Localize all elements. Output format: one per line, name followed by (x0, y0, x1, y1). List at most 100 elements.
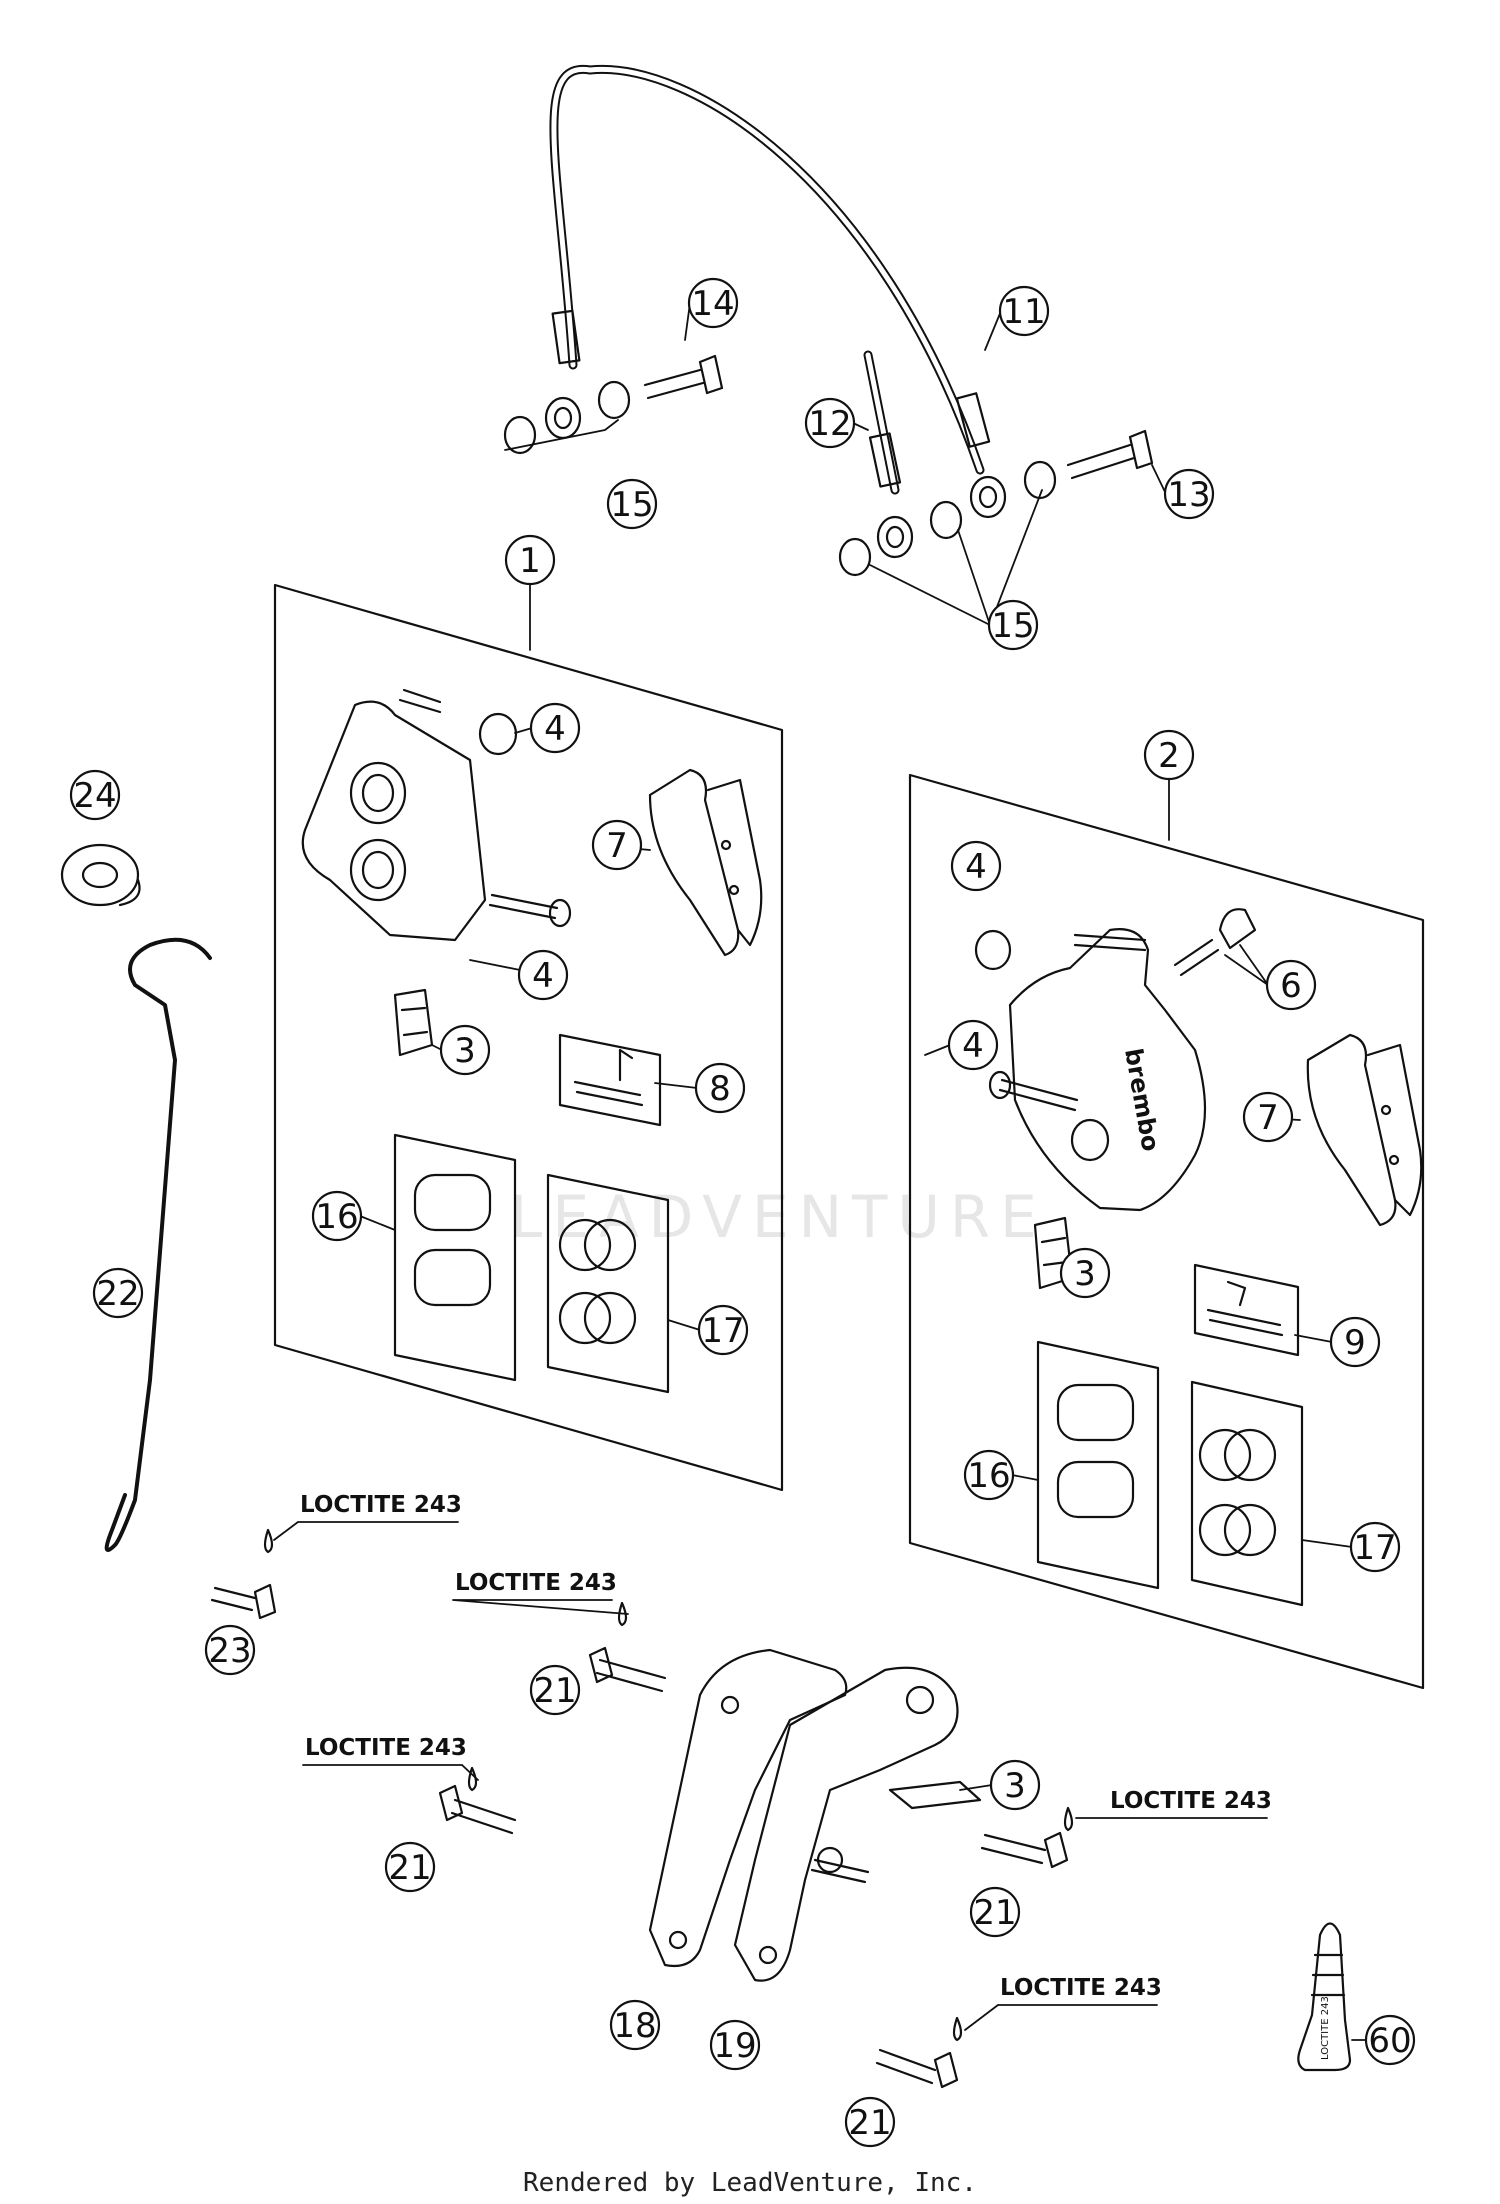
callout-label-11: 11 (1002, 292, 1045, 332)
callout-circle-9 (1329, 1316, 1381, 1368)
callout-circle-12 (804, 397, 856, 449)
brake-hose-11 (549, 64, 985, 475)
callout-label-4: 4 (965, 847, 987, 887)
pad-spring (393, 988, 434, 1057)
callout-label-4: 4 (544, 709, 566, 749)
watermark-text: LEADVENTURE (510, 1183, 1047, 1251)
callout-label-8: 8 (709, 1069, 731, 1109)
loctite-note: LOCTITE 243 (1000, 1975, 1162, 2001)
kit-panel-1 (273, 583, 784, 1492)
callout-circle-7 (591, 819, 643, 871)
pin-kit-box-8 (558, 1033, 662, 1127)
callout-circle-14 (687, 277, 739, 329)
pin-kit-box-9 (1193, 1263, 1300, 1357)
note-leader (452, 1599, 629, 1615)
callout-label-2: 2 (1158, 736, 1180, 776)
loctite-note: LOCTITE 243 (1110, 1788, 1272, 1814)
callout-circle-19 (709, 2019, 761, 2071)
brand-logo-text: brembo (1119, 1046, 1165, 1153)
threadlock-drop (952, 2016, 963, 2042)
callout-circle-23 (204, 1624, 256, 1676)
callout-label-21: 21 (848, 2103, 891, 2143)
hose-fitting (868, 432, 902, 488)
caliper-bracket-18 (648, 1648, 848, 1968)
callout-label-9: 9 (1344, 1323, 1366, 1363)
callout-label-3: 3 (1004, 1766, 1026, 1806)
brake-caliper-2 (1008, 928, 1207, 1212)
banjo-bolt-14 (643, 354, 724, 400)
callout-circle-17 (697, 1304, 749, 1356)
threadlock-drop (617, 1601, 628, 1627)
callout-circle-21 (844, 2096, 896, 2148)
callout-label-7: 7 (606, 826, 628, 866)
callout-label-60: 60 (1368, 2021, 1411, 2061)
callout-circle-1 (504, 534, 556, 586)
hose-fitting (955, 392, 991, 448)
callout-circle-3 (439, 1024, 491, 1076)
brake-pad-set-2 (1306, 1033, 1423, 1227)
hose-fitting (551, 309, 581, 365)
callout-label-15: 15 (610, 485, 653, 525)
bolt-23 (210, 1583, 277, 1620)
washer (1023, 460, 1057, 500)
brake-pad-set-1 (648, 768, 763, 957)
guide-pin (488, 893, 572, 928)
note-leader (273, 1521, 459, 1541)
callout-circle-17 (1349, 1521, 1401, 1573)
callout-circle-18 (609, 1999, 661, 2051)
note-leader (302, 1764, 479, 1781)
bolt-21-b (438, 1784, 517, 1835)
washer (503, 415, 537, 455)
callout-label-21: 21 (973, 1893, 1016, 1933)
callout-label-17: 17 (1353, 1528, 1396, 1568)
note-leader (964, 2004, 1158, 2031)
callout-label-19: 19 (713, 2026, 756, 2066)
bleeder-cap (478, 712, 518, 756)
callout-circle-7 (1242, 1091, 1294, 1143)
loctite-bottle (1297, 1922, 1352, 2072)
callout-circle-8 (694, 1062, 746, 1114)
bottle-label: LOCTITE 243 (1320, 1996, 1331, 2060)
banjo-eye (969, 475, 1007, 519)
washer (597, 380, 631, 420)
callout-circle-21 (384, 1841, 436, 1893)
callout-label-21: 21 (533, 1671, 576, 1711)
callout-label-14: 14 (691, 284, 734, 324)
bolt-21-c (980, 1831, 1069, 1869)
banjo-eye (876, 515, 914, 559)
callout-circle-15 (987, 599, 1039, 651)
banjo-eye-hole (553, 406, 573, 430)
caliper-bracket-19 (733, 1666, 959, 1982)
grommet (60, 843, 141, 907)
callout-label-16: 16 (967, 1456, 1010, 1496)
callout-label-3: 3 (1074, 1254, 1096, 1294)
footer-credit: Rendered by LeadVenture, Inc. (523, 2168, 977, 2198)
callout-circle-3 (989, 1759, 1041, 1811)
callout-circle-6 (1265, 959, 1317, 1011)
loctite-note: LOCTITE 243 (300, 1492, 462, 1518)
callout-circle-13 (1163, 468, 1215, 520)
seal-kit-box-17-a (546, 1173, 670, 1394)
callout-label-24: 24 (73, 776, 116, 816)
callout-circle-21 (529, 1664, 581, 1716)
callout-label-12: 12 (808, 404, 851, 444)
seal-kit-box-17-b (1190, 1380, 1304, 1607)
callout-circle-60 (1364, 2014, 1416, 2066)
callout-circle-24 (69, 769, 121, 821)
callout-label-17: 17 (701, 1311, 744, 1351)
guide-pin (988, 1070, 1079, 1112)
callout-label-6: 6 (1280, 966, 1302, 1006)
threadlock-drop (467, 1766, 478, 1792)
brake-line-guide-wire (104, 937, 212, 1552)
callout-circle-16 (311, 1190, 363, 1242)
callout-label-13: 13 (1167, 475, 1210, 515)
banjo-eye (544, 396, 582, 440)
banjo-eye-hole (978, 485, 998, 509)
callout-label-3: 3 (454, 1031, 476, 1071)
piston-kit-box-16-a (393, 1133, 517, 1382)
callout-circle-4 (529, 702, 581, 754)
callout-label-4: 4 (532, 956, 554, 996)
piston-kit-box-16-b (1036, 1340, 1160, 1590)
